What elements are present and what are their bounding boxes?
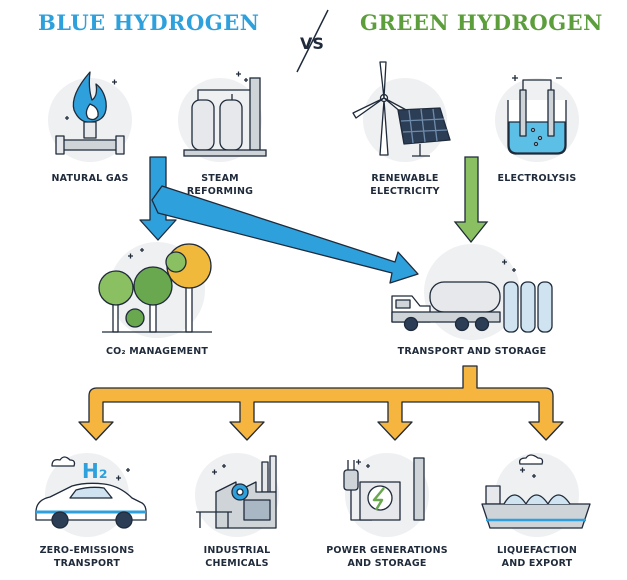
electrolysis-label: ELECTROLYSIS — [497, 173, 577, 184]
tanker-truck-icon — [391, 259, 553, 333]
blue-hydrogen-title: BLUE HYDROGEN — [38, 10, 260, 35]
gas-flame-icon — [55, 71, 125, 155]
power-generations-label: POWER GENERATIONS AND STORAGE — [326, 545, 448, 569]
wind-solar-icon — [352, 61, 451, 157]
green-hydrogen-title: GREEN HYDROGEN — [360, 10, 603, 35]
zero-emissions-label: ZERO-EMISSIONS TRANSPORT — [39, 545, 135, 569]
steam-reforming-label: STEAM REFORMING — [186, 173, 254, 197]
hydrogen-car-icon — [35, 456, 147, 529]
orange-distribution-arrows — [78, 365, 564, 441]
vs-label: VS — [300, 34, 324, 53]
h2-badge: H₂ — [82, 459, 108, 483]
natural-gas-label: NATURAL GAS — [51, 173, 129, 184]
green-flow-arrow — [453, 156, 489, 244]
factory-icon — [196, 455, 277, 529]
electrolysis-icon — [507, 75, 567, 155]
renewable-electricity-label: RENEWABLE ELECTRICITY — [370, 173, 440, 197]
vs-slash — [296, 9, 329, 73]
blue-flow-arrows — [139, 156, 419, 284]
co2-management-label: CO₂ MANAGEMENT — [105, 346, 209, 357]
industrial-chemicals-label: INDUSTRIAL CHEMICALS — [203, 545, 271, 569]
trees-icon — [98, 243, 212, 333]
lng-ship-icon — [481, 454, 591, 529]
steam-reformer-icon — [183, 71, 267, 157]
liquefaction-label: LIQUEFACTION AND EXPORT — [496, 545, 578, 569]
power-plug-icon — [343, 457, 425, 521]
transport-storage-label: TRANSPORT AND STORAGE — [397, 346, 547, 357]
